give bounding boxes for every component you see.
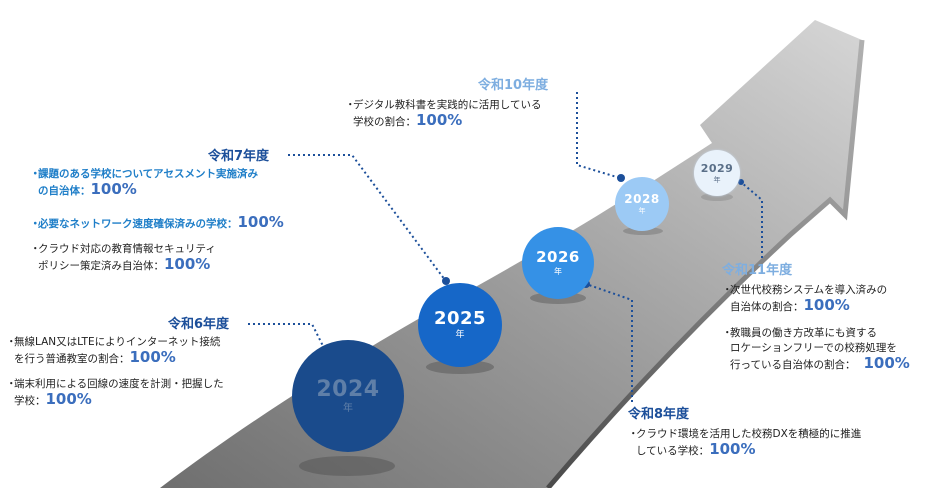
milestone-item: ・教職員の働き方改革にも資する ロケーションフリーでの校務処理を 行っている自治…	[722, 327, 910, 372]
milestone-heading-r10: 令和10年度	[478, 78, 549, 93]
connector-r10	[576, 92, 621, 179]
year-circle-2029: 2029 年	[694, 150, 740, 196]
item-line: ポリシー策定済み自治体：	[38, 260, 164, 272]
dot-r10	[617, 174, 625, 182]
milestone-item: ・デジタル教科書を実践的に活用している 学校の割合：100%	[345, 99, 542, 129]
year-circle-2024: 2024 年	[292, 340, 404, 452]
item-line: 学校の割合：	[353, 116, 416, 128]
year-circle-2028: 2028 年	[615, 177, 669, 231]
item-line: 教職員の働き方改革にも資する	[730, 327, 877, 339]
item-value: 100%	[416, 111, 463, 129]
milestone-item: ・クラウド対応の教育情報セキュリティ ポリシー策定済み自治体：100%	[30, 243, 216, 273]
milestone-item: ・課題のある学校についてアセスメント実施済み の自治体：100%	[30, 168, 258, 198]
item-line: 端末利用による回線の速度を計測・把握した	[14, 378, 224, 390]
year-label: 2028	[624, 192, 660, 206]
connector-r7	[288, 154, 446, 281]
item-line: 行っている自治体の割合：	[730, 359, 856, 371]
year-label: 2025	[433, 308, 487, 329]
item-value: 100%	[709, 440, 756, 458]
item-line: している学校：	[636, 445, 710, 457]
item-line: 無線LAN又はLTEによりインターネット接続	[14, 336, 221, 348]
year-label: 2029	[700, 161, 734, 175]
year-circle-2026: 2026 年	[522, 227, 594, 299]
milestone-item: ・クラウド環境を活用した校務DXを積極的に推進 している学校：100%	[628, 428, 862, 458]
item-line: 必要なネットワーク速度確保済みの学校：	[38, 218, 238, 230]
item-line: クラウド対応の教育情報セキュリティ	[38, 243, 216, 255]
road-edge	[546, 39, 865, 488]
item-line: 課題のある学校についてアセスメント実施済み	[38, 168, 258, 180]
milestone-heading-r11: 令和11年度	[722, 263, 793, 278]
milestone-item: ・端末利用による回線の速度を計測・把握した 学校：100%	[6, 378, 224, 408]
year-suffix: 年	[638, 207, 646, 215]
milestone-item: ・次世代校務システムを導入済みの 自治体の割合：100%	[722, 284, 888, 314]
item-value: 100%	[164, 255, 211, 273]
item-value: 100%	[863, 354, 910, 372]
item-line: 学校：	[14, 395, 46, 407]
milestone-item: ・必要なネットワーク速度確保済みの学校：100%	[30, 213, 284, 231]
item-line: の自治体：	[38, 185, 91, 197]
shadow-2024	[299, 456, 395, 476]
connector-r6	[248, 323, 327, 353]
year-label: 2024	[316, 376, 380, 402]
year-suffix: 年	[455, 330, 465, 340]
milestone-item: ・無線LAN又はLTEによりインターネット接続 を行う普通教室の割合：100%	[6, 336, 221, 366]
year-circle-2025: 2025 年	[418, 283, 502, 367]
shadow-2029	[701, 193, 733, 201]
item-line: ロケーションフリーでの校務処理を	[730, 342, 897, 354]
item-value: 100%	[90, 180, 137, 198]
dot-r7	[442, 277, 450, 285]
dot-r11	[738, 179, 744, 185]
milestone-heading-r6: 令和6年度	[168, 317, 230, 332]
item-line: 自治体の割合：	[730, 301, 804, 313]
item-line: クラウド環境を活用した校務DXを積極的に推進	[636, 428, 862, 440]
item-value: 100%	[129, 348, 176, 366]
item-value: 100%	[237, 213, 284, 231]
connector-r8	[585, 283, 633, 402]
milestone-heading-r7: 令和7年度	[208, 149, 270, 164]
item-line: 次世代校務システムを導入済みの	[730, 284, 888, 296]
item-line: デジタル教科書を実践的に活用している	[353, 99, 542, 111]
item-value: 100%	[803, 296, 850, 314]
item-value: 100%	[45, 390, 92, 408]
year-suffix: 年	[554, 267, 562, 276]
connector-r11	[741, 182, 763, 258]
year-label: 2026	[536, 248, 580, 266]
item-line: を行う普通教室の割合：	[14, 353, 130, 365]
year-suffix: 年	[343, 402, 353, 414]
year-suffix: 年	[713, 175, 721, 184]
milestone-heading-r8: 令和8年度	[628, 407, 690, 422]
